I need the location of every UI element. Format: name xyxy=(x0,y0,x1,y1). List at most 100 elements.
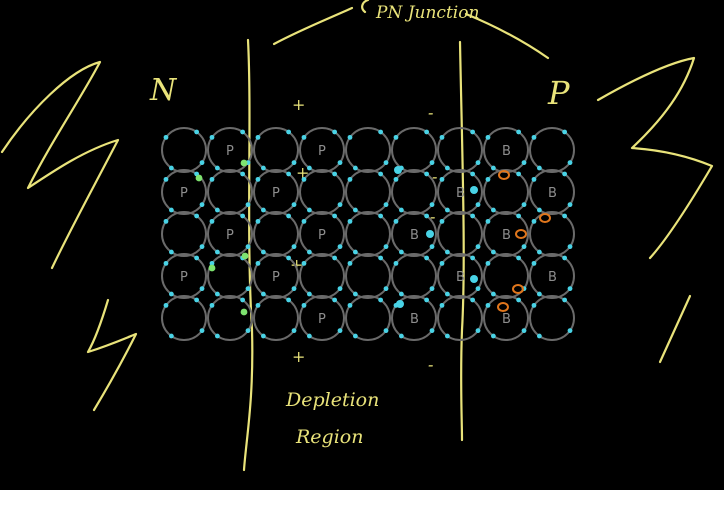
lattice-atom xyxy=(161,127,207,173)
bond-electron xyxy=(163,134,169,140)
lattice-atom xyxy=(483,169,529,215)
bond-electron xyxy=(531,218,537,224)
bond-electron xyxy=(383,328,389,334)
bond-electron xyxy=(301,176,307,182)
boron-atom-label: B xyxy=(548,270,557,285)
free-electron xyxy=(195,174,203,182)
phosphorus-atom-label: P xyxy=(318,312,326,327)
bond-electron xyxy=(347,176,353,182)
bond-electron xyxy=(209,218,215,224)
bond-electron xyxy=(291,328,297,334)
lattice-atom xyxy=(253,127,299,173)
bond-electron xyxy=(470,129,476,135)
bond-electron xyxy=(444,333,450,339)
bond-electron xyxy=(245,244,251,250)
bond-electron xyxy=(439,302,445,308)
bond-electron xyxy=(194,255,200,261)
bond-electron xyxy=(168,333,174,339)
lattice-atom xyxy=(345,295,391,341)
lattice-atom xyxy=(529,127,575,173)
bond-electron xyxy=(531,176,537,182)
bond-electron xyxy=(424,213,430,219)
negative-charge: - xyxy=(428,103,433,122)
bond-electron xyxy=(337,160,343,166)
bond-electron xyxy=(352,249,358,255)
bond-electron xyxy=(398,207,404,213)
bond-electron xyxy=(516,171,522,177)
bond-electron xyxy=(536,207,542,213)
region-label: Region xyxy=(295,426,363,448)
phosphorus-atom-label: P xyxy=(180,186,188,201)
bond-electron xyxy=(306,333,312,339)
bond-electron xyxy=(332,297,338,303)
bond-electron xyxy=(516,297,522,303)
chalkboard-canvas: PN Junction N P Depletion Region ++++---… xyxy=(0,0,724,490)
lattice-atom xyxy=(161,211,207,257)
bond-electron xyxy=(240,297,246,303)
bond-electron xyxy=(352,333,358,339)
bond-electron xyxy=(306,249,312,255)
free-electron xyxy=(208,264,216,272)
bond-electron xyxy=(485,218,491,224)
bond-electron xyxy=(240,171,246,177)
bond-electron xyxy=(168,165,174,171)
captured-electron xyxy=(396,300,404,308)
bond-electron xyxy=(444,165,450,171)
boron-atom-label: B xyxy=(410,312,419,327)
bond-electron xyxy=(485,302,491,308)
boron-atom-label: B xyxy=(456,186,465,201)
lattice-atom xyxy=(391,169,437,215)
positive-charge: + xyxy=(292,347,305,366)
bond-electron xyxy=(383,286,389,292)
left-zigzag-stroke xyxy=(0,60,120,270)
bond-electron xyxy=(255,260,261,266)
bond-electron xyxy=(306,165,312,171)
bond-electron xyxy=(470,255,476,261)
bond-electron xyxy=(286,213,292,219)
lattice-atom xyxy=(299,253,345,299)
lattice-atom xyxy=(437,169,483,215)
bond-electron xyxy=(475,160,481,166)
bond-electron xyxy=(429,328,435,334)
bond-electron xyxy=(240,213,246,219)
right-lower-stroke xyxy=(658,294,692,364)
lattice-atom xyxy=(207,295,253,341)
title-fragment: PN Junction xyxy=(375,3,479,23)
bond-electron xyxy=(352,207,358,213)
lattice-atom xyxy=(391,295,437,341)
bond-electron xyxy=(439,176,445,182)
lattice-atom xyxy=(391,253,437,299)
phosphorus-atom-label: P xyxy=(318,228,326,243)
lattice-atom xyxy=(207,211,253,257)
bond-electron xyxy=(470,297,476,303)
bond-electron xyxy=(352,165,358,171)
bond-electron xyxy=(332,171,338,177)
bond-electron xyxy=(429,244,435,250)
bond-electron xyxy=(209,176,215,182)
phosphorus-atom-label: P xyxy=(272,186,280,201)
lattice-atom xyxy=(529,169,575,215)
lattice-atom xyxy=(253,295,299,341)
bond-electron xyxy=(291,286,297,292)
bond-electron xyxy=(163,260,169,266)
title-bracket-stroke xyxy=(361,0,370,14)
bond-electron xyxy=(332,213,338,219)
lattice-atom xyxy=(345,253,391,299)
lattice-atom xyxy=(529,253,575,299)
bond-electron xyxy=(245,328,251,334)
boron-atom-label: B xyxy=(410,228,419,243)
bond-electron xyxy=(393,260,399,266)
bond-electron xyxy=(245,286,251,292)
lattice-atom xyxy=(437,211,483,257)
p-side-label: P xyxy=(547,74,570,112)
bond-electron xyxy=(536,165,542,171)
bond-electron xyxy=(214,291,220,297)
bond-electron xyxy=(286,129,292,135)
bond-electron xyxy=(398,333,404,339)
lattice-atom xyxy=(299,211,345,257)
bond-electron xyxy=(378,171,384,177)
bond-electron xyxy=(291,160,297,166)
title-underline-stroke xyxy=(272,6,354,46)
lattice-atom xyxy=(299,295,345,341)
lattice-atom xyxy=(483,253,529,299)
